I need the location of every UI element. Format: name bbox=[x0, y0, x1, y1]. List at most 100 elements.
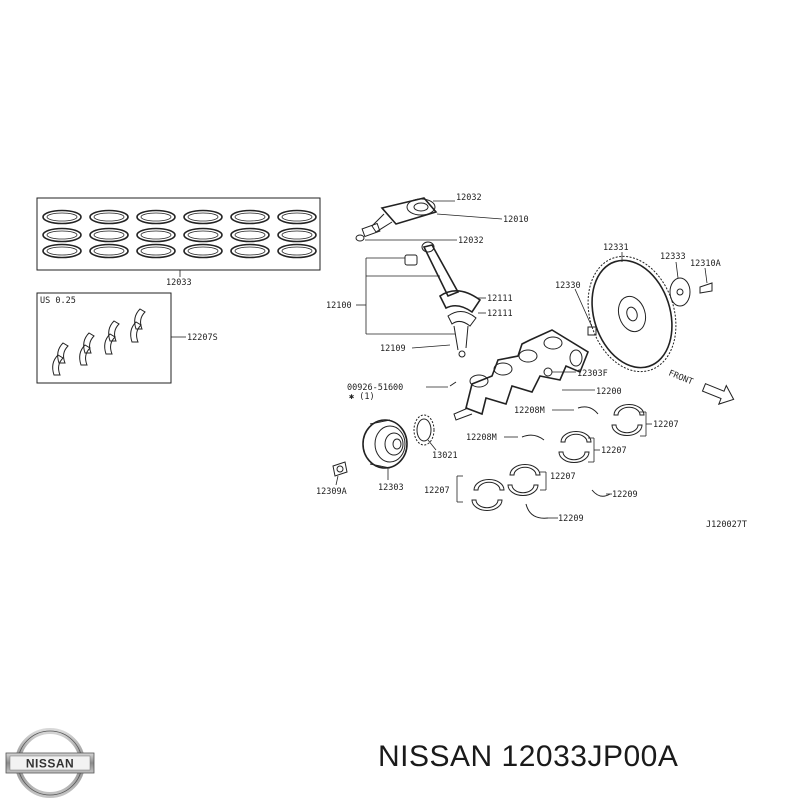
bearing-shell bbox=[134, 308, 146, 330]
crank-sprocket bbox=[416, 418, 432, 442]
piston-ring bbox=[89, 209, 129, 225]
label-12209-a: 12209 bbox=[612, 490, 638, 500]
piston-ring bbox=[136, 243, 176, 259]
connecting-rod: 12111 12111 12100 12109 bbox=[326, 241, 513, 358]
piston-ring bbox=[230, 227, 270, 243]
label-12303f: 12303F bbox=[577, 369, 608, 379]
piston-pin bbox=[361, 222, 381, 238]
piston-ring bbox=[136, 227, 176, 243]
bearing-shell bbox=[52, 354, 64, 376]
bearing-shell bbox=[611, 424, 643, 436]
piston-ring-inner bbox=[187, 246, 219, 256]
piston-ring-inner bbox=[46, 212, 78, 222]
label-12109: 12109 bbox=[380, 344, 406, 354]
piston-ring-inner bbox=[140, 230, 172, 240]
logo-text: NISSAN bbox=[26, 757, 74, 771]
main-bearing-set: US 0.25 12207S bbox=[36, 292, 218, 384]
label-12207-d: 12207 bbox=[424, 486, 450, 496]
pulley-bolt bbox=[332, 461, 348, 477]
piston-ring-inner bbox=[93, 212, 125, 222]
label-12330: 12330 bbox=[555, 281, 581, 291]
diagram-code: J120027T bbox=[706, 520, 747, 530]
crankshaft-body bbox=[465, 329, 589, 416]
piston-ring-inner bbox=[140, 246, 172, 256]
piston-ring bbox=[183, 243, 223, 259]
piston-ring-inner bbox=[281, 212, 313, 222]
bearing-set-box bbox=[36, 292, 172, 384]
piston-ring bbox=[89, 243, 129, 259]
label-12100: 12100 bbox=[326, 301, 352, 311]
label-12208m-a: 12208M bbox=[514, 406, 545, 416]
conrod-big-end bbox=[438, 290, 482, 314]
piston-ring bbox=[277, 243, 317, 259]
nissan-logo: NISSAN bbox=[5, 728, 95, 798]
label-12032: 12032 bbox=[458, 236, 484, 246]
bearing-shell bbox=[104, 333, 116, 355]
bearing-shell bbox=[108, 320, 120, 342]
piston-ring bbox=[183, 227, 223, 243]
piston-ring bbox=[136, 209, 176, 225]
piston-ring-inner bbox=[187, 212, 219, 222]
label-12033: 12033 bbox=[166, 278, 192, 288]
bearing-shell bbox=[473, 479, 505, 491]
label-12209-b: 12209 bbox=[558, 514, 584, 524]
bearing-shell bbox=[558, 451, 590, 463]
piston bbox=[380, 197, 438, 225]
bearing-shell bbox=[560, 431, 592, 443]
conrod-beam bbox=[422, 244, 460, 298]
piston-ring-set: 12033 bbox=[36, 197, 321, 288]
label-12207-b: 12207 bbox=[601, 446, 627, 456]
label-12309a: 12309A bbox=[316, 487, 347, 497]
crank-key bbox=[543, 367, 553, 377]
bearing-shell bbox=[471, 499, 503, 511]
piston-ring bbox=[277, 227, 317, 243]
crankshaft: 12200 12303F 00926-51600 ✱ (1) bbox=[347, 329, 622, 421]
bearing-shell bbox=[79, 344, 91, 366]
label-12111-a: 12111 bbox=[487, 294, 513, 304]
piston-ring bbox=[230, 209, 270, 225]
sprocket-teeth bbox=[413, 414, 435, 446]
piston-ring-inner bbox=[93, 246, 125, 256]
piston-ring-inner bbox=[46, 246, 78, 256]
piston-ring bbox=[89, 227, 129, 243]
crank-pulley bbox=[362, 419, 408, 469]
label-12303: 12303 bbox=[378, 483, 404, 493]
label-plug-qty: ✱ (1) bbox=[349, 392, 375, 402]
bearing-shell bbox=[83, 332, 95, 354]
piston-ring bbox=[42, 243, 82, 259]
piston-assembly: 12032 12010 12032 bbox=[355, 193, 529, 246]
label-us-size: US 0.25 bbox=[40, 296, 76, 306]
bearing-shell bbox=[507, 484, 539, 496]
piston-ring bbox=[230, 243, 270, 259]
label-12207-a: 12207 bbox=[653, 420, 679, 430]
label-12208m-b: 12208M bbox=[466, 433, 497, 443]
flywheel-bolt bbox=[699, 282, 713, 294]
piston-ring-inner bbox=[187, 230, 219, 240]
rod-small-end-bush bbox=[404, 254, 418, 266]
flywheel-plate bbox=[669, 277, 691, 307]
piston-ring-inner bbox=[281, 230, 313, 240]
piston-ring bbox=[277, 209, 317, 225]
piston-ring bbox=[42, 209, 82, 225]
part-caption: NISSAN 12033JP00A bbox=[378, 740, 679, 773]
flywheel: 12331 12330 12333 12310A FRONT bbox=[555, 243, 735, 405]
ring-set-box bbox=[36, 197, 321, 271]
rod-cap bbox=[447, 311, 477, 327]
label-12010: 12010 bbox=[503, 215, 529, 225]
label-13021: 13021 bbox=[432, 451, 458, 461]
piston-ring bbox=[42, 227, 82, 243]
piston-ring bbox=[183, 209, 223, 225]
label-12207-c: 12207 bbox=[550, 472, 576, 482]
piston-ring-inner bbox=[234, 212, 266, 222]
label-12111-b: 12111 bbox=[487, 309, 513, 319]
piston-ring-inner bbox=[93, 230, 125, 240]
label-12207s: 12207S bbox=[187, 333, 218, 343]
piston-ring-inner bbox=[140, 212, 172, 222]
piston-ring-inner bbox=[46, 230, 78, 240]
piston-ring-inner bbox=[234, 230, 266, 240]
piston-ring-inner bbox=[234, 246, 266, 256]
label-front: FRONT bbox=[667, 369, 694, 388]
flywheel-ring-gear bbox=[587, 255, 677, 373]
label-12331: 12331 bbox=[603, 243, 629, 253]
